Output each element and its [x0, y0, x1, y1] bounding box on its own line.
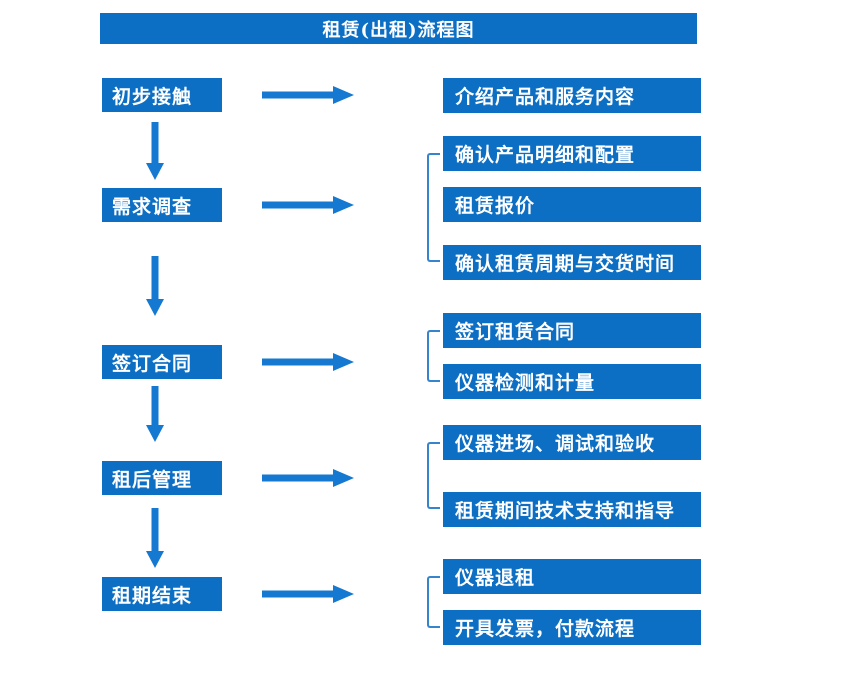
- detail-box-introduce-products: 介绍产品和服务内容: [443, 78, 701, 113]
- detail-box-technical-support: 租赁期间技术支持和指导: [443, 492, 701, 527]
- detail-box-sign-rental-contract: 签订租赁合同: [443, 313, 701, 348]
- detail-box-instrument-setup: 仪器进场、调试和验收: [443, 425, 701, 460]
- down-arrow-icon: [146, 386, 164, 442]
- right-arrow-icon: [262, 86, 354, 104]
- stage-box-post-rental-management: 租后管理: [102, 461, 222, 495]
- down-arrow-icon: [146, 508, 164, 568]
- bracket-connector: [427, 576, 440, 628]
- right-arrow-icon: [262, 353, 354, 371]
- detail-box-invoice-payment: 开具发票，付款流程: [443, 610, 701, 645]
- stage-box-rental-end: 租期结束: [102, 577, 222, 611]
- right-arrow-icon: [262, 196, 354, 214]
- detail-box-rental-quotation: 租赁报价: [443, 187, 701, 222]
- bracket-connector: [427, 153, 440, 262]
- detail-box-confirm-period-delivery: 确认租赁周期与交货时间: [443, 245, 701, 280]
- detail-box-instrument-testing: 仪器检测和计量: [443, 364, 701, 399]
- right-arrow-icon: [262, 585, 354, 603]
- detail-box-confirm-product-config: 确认产品明细和配置: [443, 136, 701, 171]
- detail-box-instrument-return: 仪器退租: [443, 559, 701, 594]
- stage-box-demand-survey: 需求调查: [102, 188, 222, 222]
- stage-box-sign-contract: 签订合同: [102, 345, 222, 379]
- bracket-connector: [427, 442, 440, 509]
- bracket-connector: [427, 330, 440, 382]
- down-arrow-icon: [146, 122, 164, 180]
- diagram-title: 租赁(出租)流程图: [100, 13, 697, 44]
- right-arrow-icon: [262, 469, 354, 487]
- stage-box-initial-contact: 初步接触: [102, 78, 222, 112]
- down-arrow-icon: [146, 256, 164, 316]
